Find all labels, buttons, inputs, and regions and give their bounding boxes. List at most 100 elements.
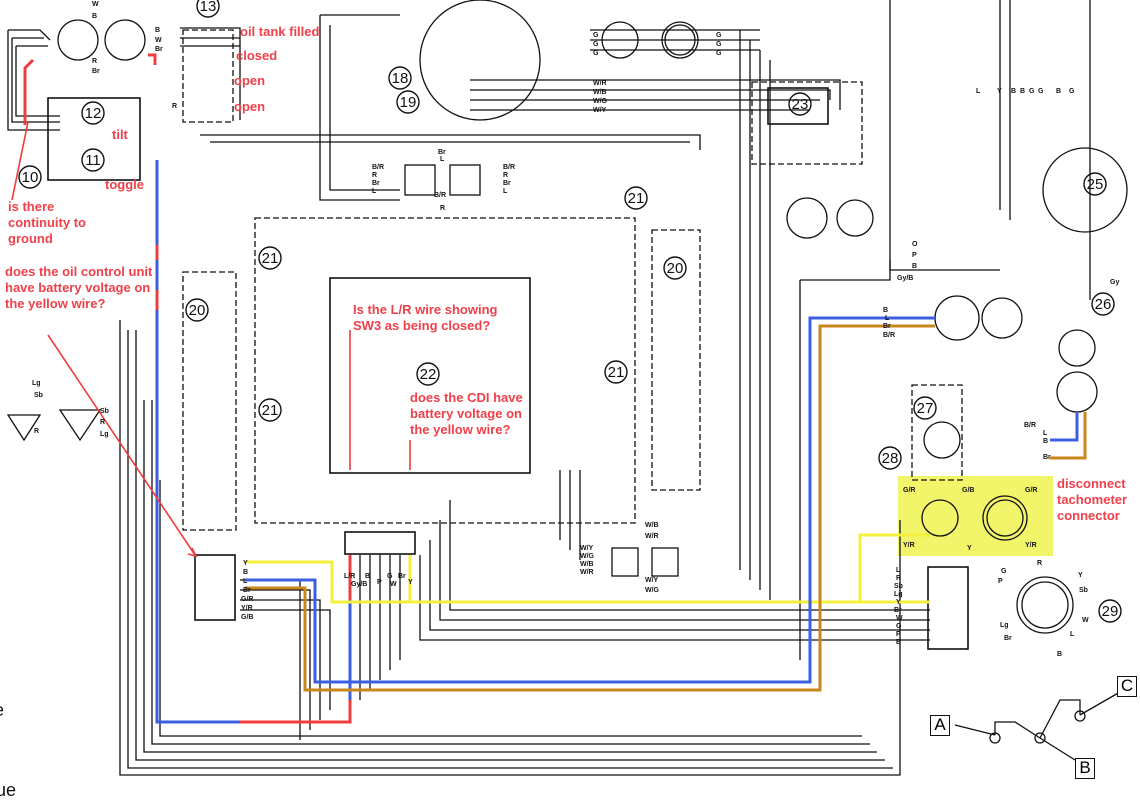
wire-label: Y/R: [903, 542, 915, 549]
wire-label: Br: [398, 573, 406, 580]
component-number: 10: [22, 169, 39, 186]
component-number: 26: [1095, 296, 1112, 313]
wire-label: G/R: [1025, 487, 1037, 494]
wire-label: Br: [438, 149, 446, 156]
wire-label: O: [912, 241, 918, 248]
annotation-oil-control: does the oil control unit have battery v…: [5, 264, 153, 311]
wire-label: B: [912, 263, 917, 270]
wire-label: G/R: [241, 596, 253, 603]
wire-label: G: [1069, 88, 1075, 95]
wire-label: W: [92, 1, 99, 8]
wire-label: Y: [997, 88, 1002, 95]
blue-wire: [1050, 412, 1079, 442]
wire-label: W/B: [593, 89, 607, 96]
annotation-continuity: is there continuity to ground: [8, 199, 86, 246]
black-wires: [6, 0, 1128, 776]
wire-label: Lg: [894, 591, 903, 598]
wire-label: P: [896, 631, 901, 638]
component-number: 19: [400, 94, 417, 111]
wire-label: W/R: [580, 569, 594, 576]
component-number: 22: [420, 366, 437, 383]
wire-label: Lg: [32, 380, 41, 387]
wire-label: R: [1037, 560, 1042, 567]
wire-label: G: [593, 32, 599, 39]
component-number: 27: [917, 400, 934, 417]
wire-label: L: [1070, 631, 1075, 638]
connector-rect: [404, 164, 436, 196]
cdi-connector-box: [344, 531, 416, 555]
wire-label: G: [1001, 568, 1007, 575]
wire-label: R: [34, 428, 39, 435]
sender-28-circle: [923, 421, 961, 459]
wire-label: G: [896, 623, 902, 630]
wire-label: G/B: [962, 487, 974, 494]
annotation-lr-wire: Is the L/R wire showing SW3 as being clo…: [353, 302, 498, 333]
wire-label: W/Y: [580, 545, 594, 552]
component-number: 21: [628, 190, 645, 207]
wire-label: P: [998, 578, 1003, 585]
connector-circle: [104, 19, 146, 61]
wire-label: B: [1020, 88, 1025, 95]
wire-label: Y/R: [241, 605, 253, 612]
wire-label: G: [387, 573, 393, 580]
cdi-unit-box: [329, 277, 531, 474]
edge-text-fragment: e: [0, 700, 4, 721]
annotation-closed: closed: [236, 48, 278, 63]
annotation-tach: disconnect tachometer connector: [1057, 476, 1128, 523]
blue-wire: [245, 316, 935, 684]
wire-label: Y: [408, 579, 413, 586]
brown-wire: [1050, 412, 1087, 460]
wire-label: B: [243, 569, 248, 576]
connector-rect: [449, 164, 481, 196]
wire-label: W/B: [580, 561, 594, 568]
wire-label: L: [503, 188, 508, 195]
wire-label: G/R: [903, 487, 915, 494]
wire-label: Gy/B: [351, 581, 367, 588]
wire-label: Sb: [100, 408, 109, 415]
component-number: 29: [1102, 603, 1119, 620]
component-23-box: [767, 87, 829, 125]
component-number: 20: [189, 302, 206, 319]
ground-point-c: C: [1117, 676, 1137, 697]
oil-switch-group: [182, 29, 234, 123]
wire-label: G: [593, 41, 599, 48]
right-connector-box: [927, 566, 969, 650]
wire-label: R: [440, 205, 445, 212]
component-number: 13: [200, 0, 217, 15]
component-number: 18: [392, 70, 409, 87]
wire-label: W/R: [645, 533, 659, 540]
wire-label: Gy: [1110, 279, 1119, 286]
wire-label: B/R: [883, 332, 895, 339]
component-number: 21: [608, 364, 625, 381]
motor-25-circle: [1042, 147, 1128, 233]
brown-wire: [245, 324, 935, 692]
wire-label: W/G: [645, 587, 660, 594]
wire-label: Br: [155, 46, 163, 53]
wire-label: Br: [243, 587, 251, 594]
component-23-group: [751, 81, 863, 165]
component-number-badges: [18, 0, 1122, 623]
wire-label: Lg: [1000, 622, 1009, 629]
wire-label: Y: [967, 545, 972, 552]
wire-label: Sb: [1079, 587, 1088, 594]
wire-label: Br: [1004, 635, 1012, 642]
connector-circle: [57, 19, 99, 61]
wire-label: L: [885, 315, 890, 322]
red-wire: [148, 53, 157, 65]
annotation-tilt: tilt: [112, 127, 128, 142]
wire-label: W: [896, 615, 903, 622]
wire-label: Y: [896, 599, 901, 606]
wire-label: G: [716, 50, 722, 57]
wire-label: B: [365, 573, 370, 580]
annotation-open: open: [234, 73, 266, 88]
wire-label: L: [372, 188, 377, 195]
wire-label: L: [243, 578, 248, 585]
wire-label: R: [372, 172, 377, 179]
annotation-toggle: toggle: [105, 177, 144, 192]
wire-label: L/R: [344, 573, 355, 580]
wire-label: G: [1038, 88, 1044, 95]
wire-label: W/G: [593, 98, 608, 105]
component-number: 21: [262, 402, 279, 419]
wire-label: L: [440, 156, 445, 163]
